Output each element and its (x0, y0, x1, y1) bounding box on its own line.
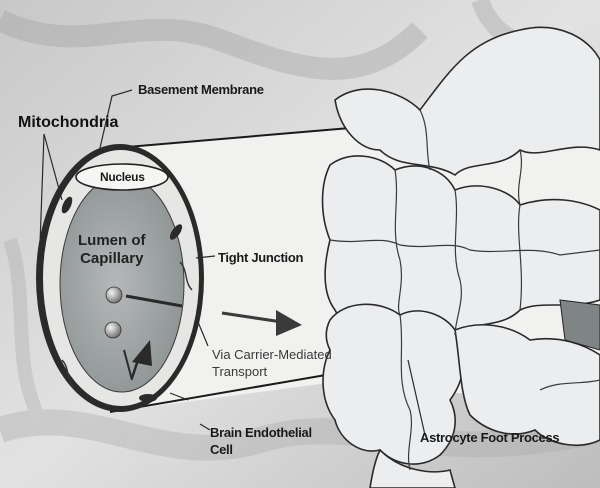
label-brain-endothelial-cell: Brain Endothelial Cell (210, 424, 312, 458)
label-astrocyte-foot-process: Astrocyte Foot Process (420, 430, 559, 445)
label-lumen-line2: Capillary (78, 250, 146, 268)
mitochondrion-bottom (139, 394, 157, 402)
label-mitochondria: Mitochondria (18, 114, 118, 132)
label-transport-line2: Transport (212, 363, 332, 380)
transport-sphere-1 (106, 287, 122, 303)
label-brain-endothelial-line2: Cell (210, 441, 312, 458)
capillary-lumen (60, 176, 184, 392)
label-tight-junction: Tight Junction (218, 250, 303, 265)
label-basement-membrane: Basement Membrane (138, 82, 264, 97)
label-lumen: Lumen of Capillary (78, 232, 146, 268)
transport-sphere-2 (105, 322, 121, 338)
label-lumen-line1: Lumen of (78, 232, 146, 250)
label-nucleus: Nucleus (100, 170, 145, 184)
label-transport-line1: Via Carrier-Mediated (212, 346, 332, 363)
label-brain-endothelial-line1: Brain Endothelial (210, 424, 312, 441)
label-transport: Via Carrier-Mediated Transport (212, 346, 332, 380)
